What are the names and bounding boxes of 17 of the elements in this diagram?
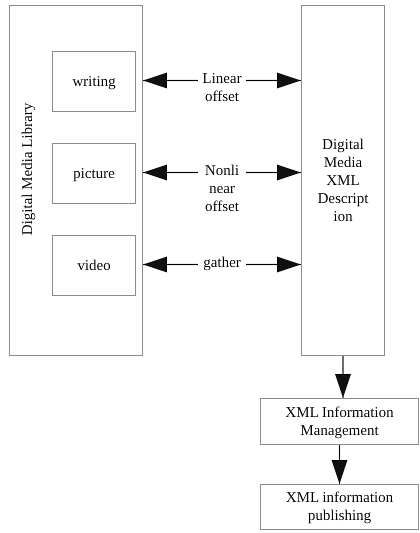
box-label: writing	[72, 72, 116, 90]
box-label: Digital Media XML Descript ion	[316, 136, 370, 226]
process-box	[260, 484, 419, 530]
box-label: XML information publishing	[284, 489, 394, 525]
process-box	[52, 235, 136, 296]
process-box	[301, 5, 385, 356]
arrow	[332, 445, 348, 484]
process-box	[52, 143, 136, 204]
process-box	[52, 51, 136, 112]
process-box	[260, 398, 419, 445]
panel-title: Digital Media Library	[19, 102, 37, 236]
box-label: XML Information Management	[284, 404, 395, 440]
library-panel	[9, 5, 143, 356]
arrow	[335, 356, 351, 398]
edge-label: gather	[198, 254, 246, 272]
box-label: picture	[73, 164, 115, 182]
box-label: video	[77, 256, 111, 274]
